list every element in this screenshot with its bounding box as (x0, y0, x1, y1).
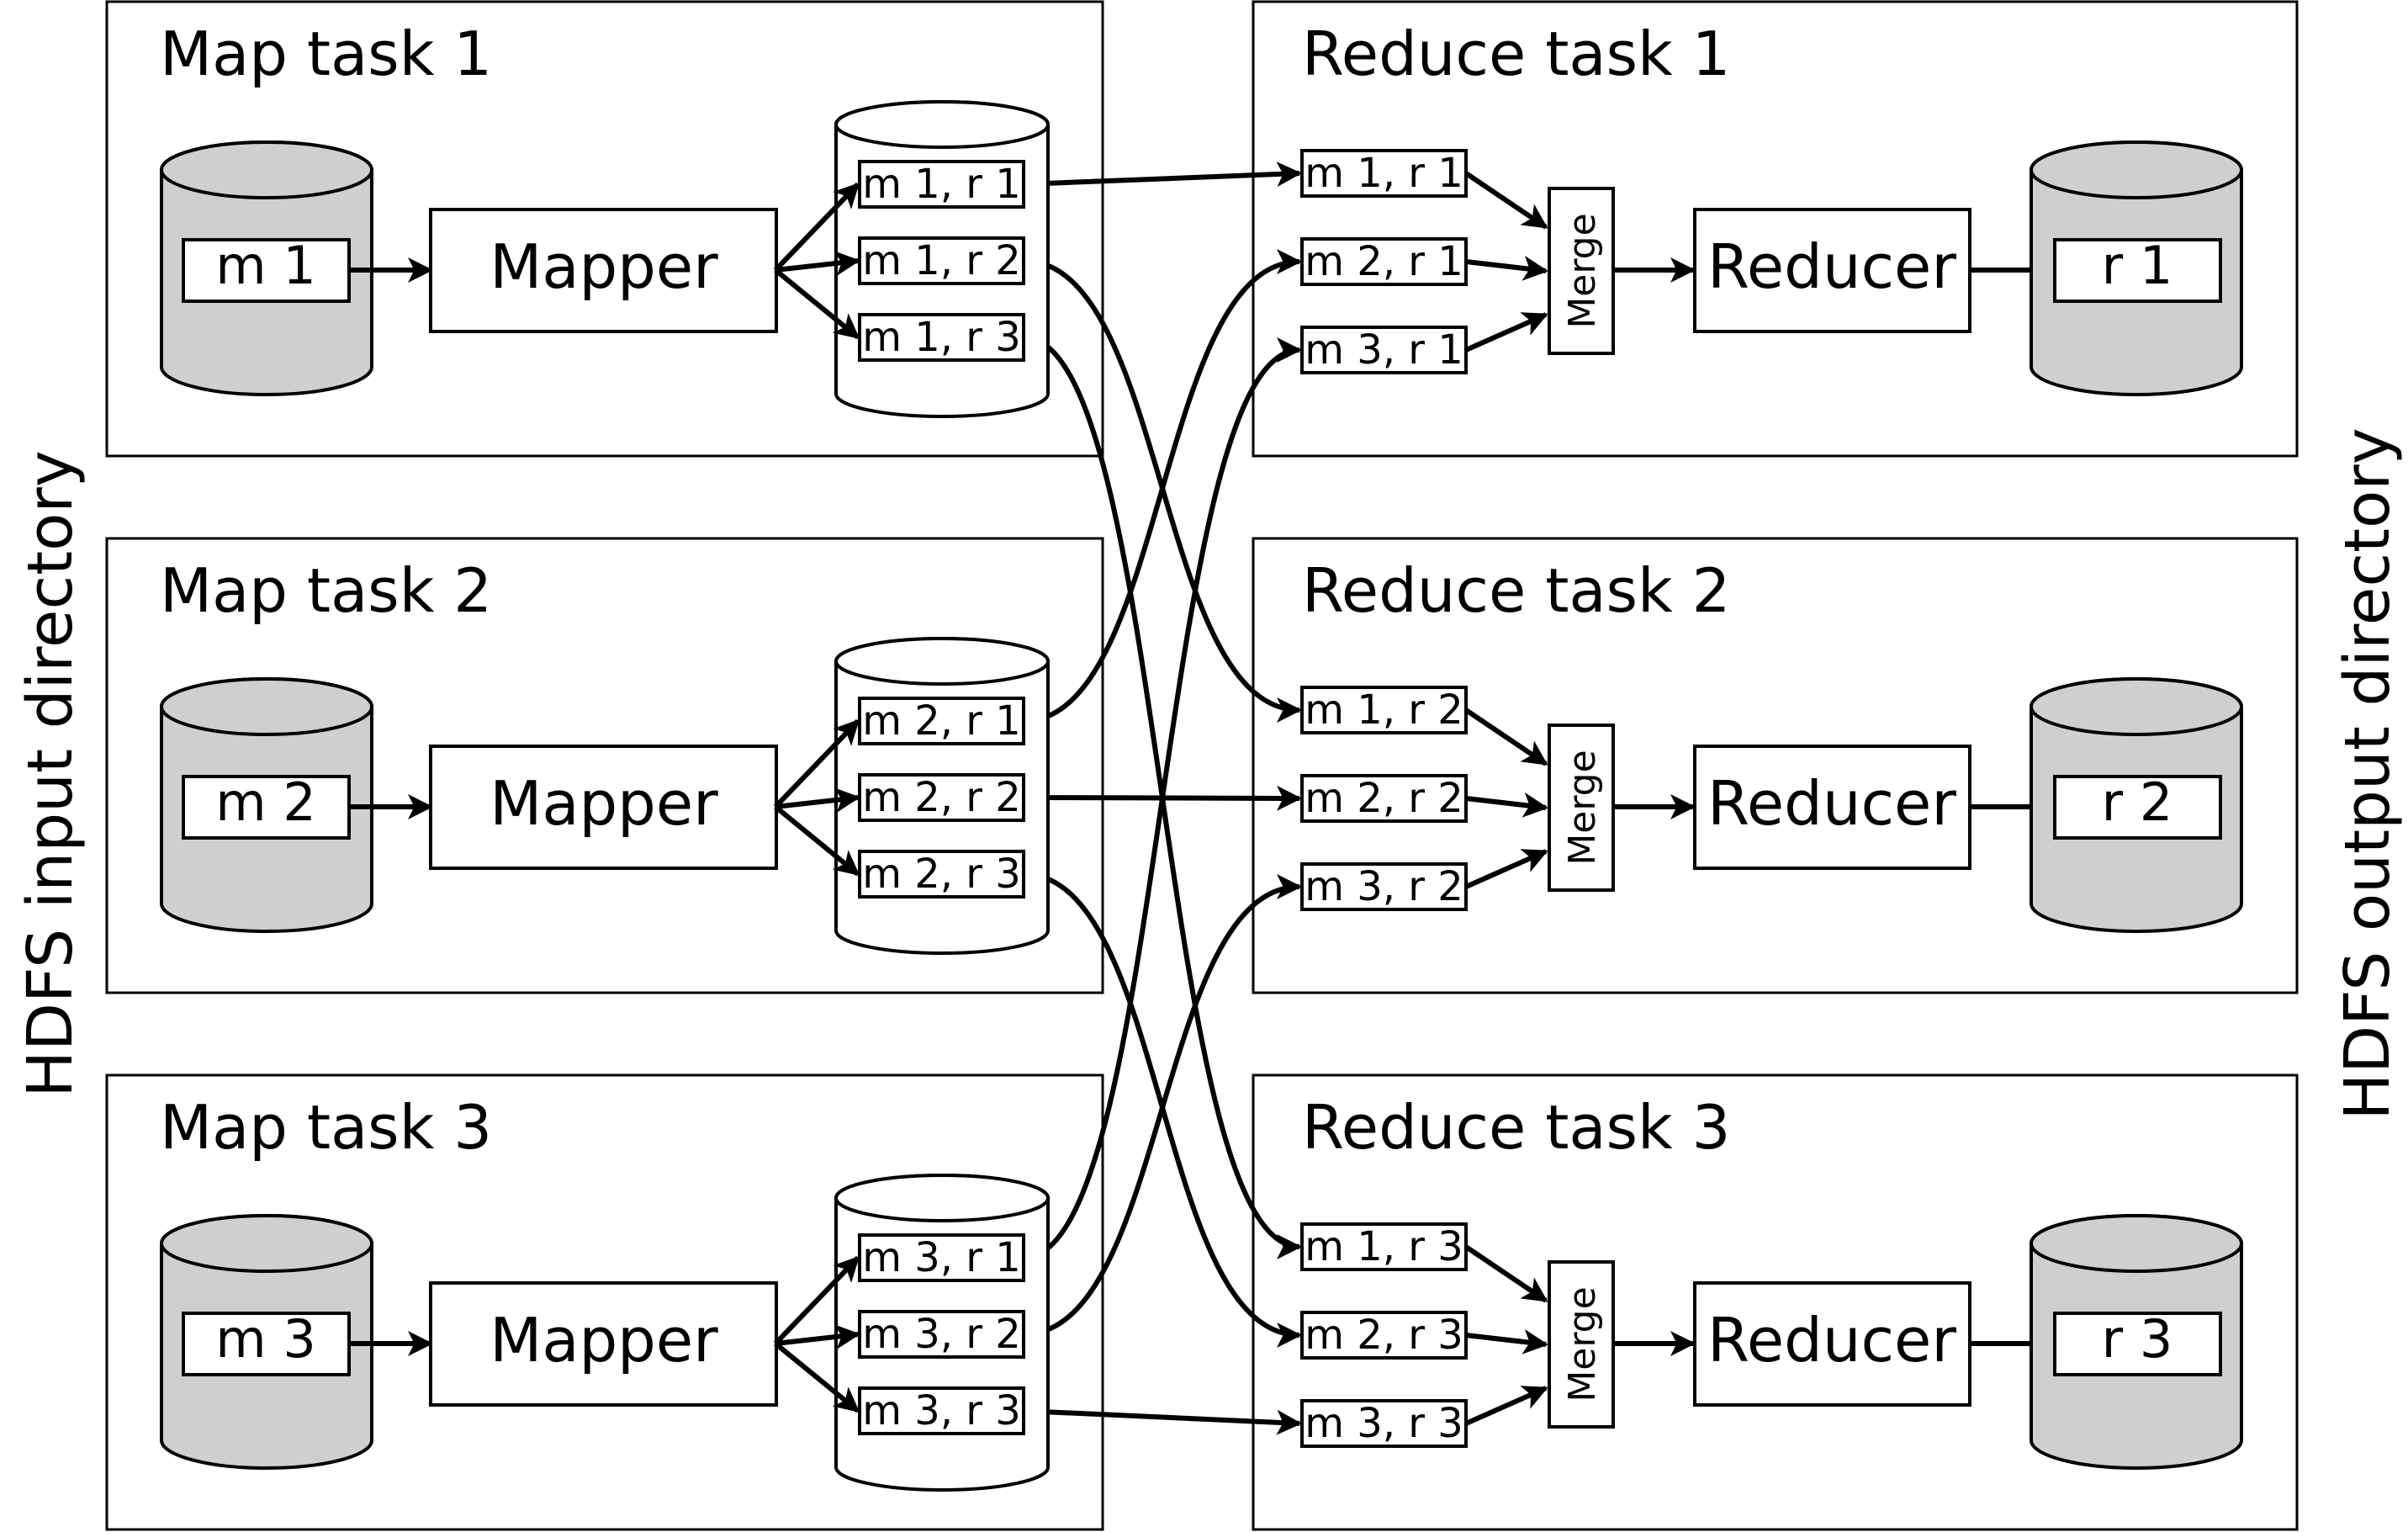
output-label: r 2 (2102, 771, 2173, 833)
mapper-label: Mapper (490, 231, 718, 302)
mapper-to-partition-arrow (774, 268, 860, 340)
mapper-to-partition-arrow (773, 1255, 860, 1346)
shuffle-arrow (1023, 1408, 1302, 1435)
map-output-partition-label: m 2, r 3 (862, 851, 1021, 898)
map-output-partition (858, 236, 1025, 285)
reduce-input-partition-label: m 3, r 1 (1305, 326, 1463, 374)
reduce-input-partition (1300, 1222, 1468, 1271)
map-output-partition-label: m 2, r 1 (862, 697, 1021, 745)
mapper-to-partition-arrow (775, 787, 860, 813)
reduce-input-partition-label: m 1, r 2 (1305, 686, 1463, 734)
input-split-box (182, 775, 351, 840)
mapper-to-partition-arrow (773, 718, 860, 809)
input-to-merge-arrow (1465, 792, 1548, 818)
shuffle-arrow (1023, 337, 1302, 1260)
map-task-title: Map task 1 (160, 19, 492, 89)
reduce-input-partition-label: m 1, r 3 (1305, 1223, 1463, 1270)
map-task-title: Map task 3 (160, 1092, 492, 1163)
input-to-merge-arrow (1465, 255, 1548, 281)
reducer-label: Reducer (1707, 768, 1956, 839)
map-output-partition-label: m 3, r 3 (862, 1387, 1021, 1434)
input-split-label: m 2 (215, 771, 316, 833)
reduce-input-partition-label: m 2, r 2 (1305, 775, 1463, 822)
input-split-box (182, 1312, 351, 1376)
map-task-title: Map task 2 (160, 555, 492, 626)
shuffle-arrow (1023, 162, 1302, 188)
input-split-box (182, 238, 351, 303)
reduce-input-partition-label: m 1, r 1 (1305, 150, 1463, 197)
map-output-partition-label: m 1, r 3 (862, 314, 1021, 361)
shuffle-arrow (1023, 249, 1302, 724)
shuffle-connections (1023, 162, 1302, 1435)
reducer-label: Reducer (1707, 1305, 1956, 1376)
input-to-merge-arrow (1464, 708, 1548, 766)
input-to-merge-arrow (1464, 312, 1548, 353)
reduce-task-title: Reduce task 1 (1302, 19, 1730, 89)
mapper-to-partition-arrow (774, 804, 860, 877)
reduce-input-partition (1300, 237, 1468, 286)
map-output-partition-label: m 3, r 1 (862, 1234, 1021, 1281)
reduce-input-partition-label: m 2, r 1 (1305, 238, 1463, 285)
reducer-box (1693, 745, 1971, 870)
reduce-input-partition-label: m 3, r 2 (1305, 863, 1463, 910)
map-output-partition-label: m 1, r 2 (862, 237, 1021, 284)
output-box (2053, 238, 2222, 303)
mapper-to-partition-arrow (775, 251, 860, 276)
map-output-partition-label: m 1, r 1 (862, 161, 1021, 208)
reduce-input-partition-label: m 3, r 3 (1305, 1400, 1463, 1447)
reduce-input-partition (1300, 1399, 1468, 1448)
input-to-merge-arrow (1464, 171, 1548, 230)
hdfs-output-directory-label: HDFS output directory (2331, 427, 2404, 1120)
output-box (2053, 1312, 2222, 1376)
reduce-input-partition (1300, 326, 1468, 374)
output-label: r 1 (2102, 235, 2173, 296)
input-split-label: m 3 (215, 1308, 316, 1370)
map-output-partition (858, 313, 1025, 362)
reduce-task-title: Reduce task 3 (1302, 1092, 1730, 1163)
merge-label: Merge (1561, 750, 1604, 865)
output-label: r 3 (2102, 1308, 2173, 1370)
merge-label: Merge (1561, 1286, 1604, 1402)
mapper-box (429, 745, 778, 870)
input-to-merge-arrow (1465, 1328, 1548, 1354)
map-output-partition (858, 160, 1025, 209)
reducer-label: Reducer (1707, 231, 1956, 302)
output-box (2053, 775, 2222, 840)
reducer-box (1693, 1281, 1971, 1407)
mapper-to-partition-arrow (775, 1324, 860, 1349)
shuffle-arrow (1023, 874, 1302, 1337)
map-output-partition (858, 1233, 1025, 1282)
input-to-merge-arrow (1464, 849, 1548, 889)
mapper-to-partition-arrow (774, 1341, 860, 1413)
merge-label: Merge (1561, 213, 1604, 328)
input-to-merge-arrow (1464, 1244, 1548, 1303)
input-split-label: m 1 (215, 235, 316, 296)
reduce-task-title: Reduce task 2 (1302, 555, 1730, 626)
map-output-partition (858, 850, 1025, 899)
reduce-input-partition-label: m 2, r 3 (1305, 1312, 1463, 1359)
mapper-label: Mapper (490, 768, 718, 839)
map-output-partition-label: m 3, r 2 (862, 1311, 1021, 1358)
mapper-label: Mapper (490, 1305, 718, 1376)
input-to-merge-arrow (1464, 1386, 1548, 1426)
mapper-to-partition-arrow (773, 182, 860, 273)
merge-box (1548, 1260, 1615, 1429)
map-output-partition-label: m 2, r 2 (862, 774, 1021, 821)
hdfs-input-directory-label: HDFS input directory (14, 450, 87, 1097)
